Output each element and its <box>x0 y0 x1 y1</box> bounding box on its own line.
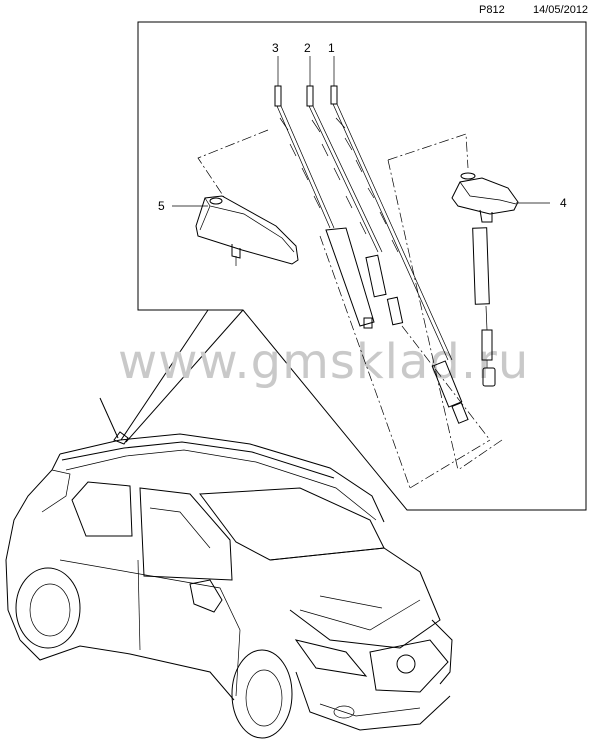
detail-frame <box>137 21 587 511</box>
dash-rod-bottom <box>409 439 491 489</box>
callout-2: 2 <box>304 41 311 55</box>
callout-3: 3 <box>272 41 279 55</box>
watermark-text: www.gmsklad.ru <box>118 334 529 390</box>
detail-leader-right <box>125 309 244 443</box>
shark-fin-antenna-base <box>195 195 299 266</box>
antenna-rod-3 <box>274 85 375 329</box>
callout-1: 1 <box>328 41 335 55</box>
dash-frame-5 <box>197 129 269 201</box>
suv-vehicle-drawing <box>5 397 453 739</box>
callout-5: 5 <box>158 199 165 213</box>
dash-frame-4 <box>387 133 469 169</box>
diagram-date: 14/05/2012 <box>533 4 589 16</box>
dash-rod-left <box>319 235 411 489</box>
dash-frame-4-left <box>387 159 459 471</box>
antenna-base-with-cable <box>451 172 519 387</box>
callout-4: 4 <box>560 196 567 210</box>
detail-leader-left <box>120 309 209 441</box>
antenna-rod-2 <box>306 85 404 326</box>
page-code: P812 <box>479 4 505 16</box>
antenna-rod-1 <box>330 85 469 424</box>
dash-rod-right <box>401 325 491 441</box>
dash-frame-4-right <box>457 439 503 471</box>
